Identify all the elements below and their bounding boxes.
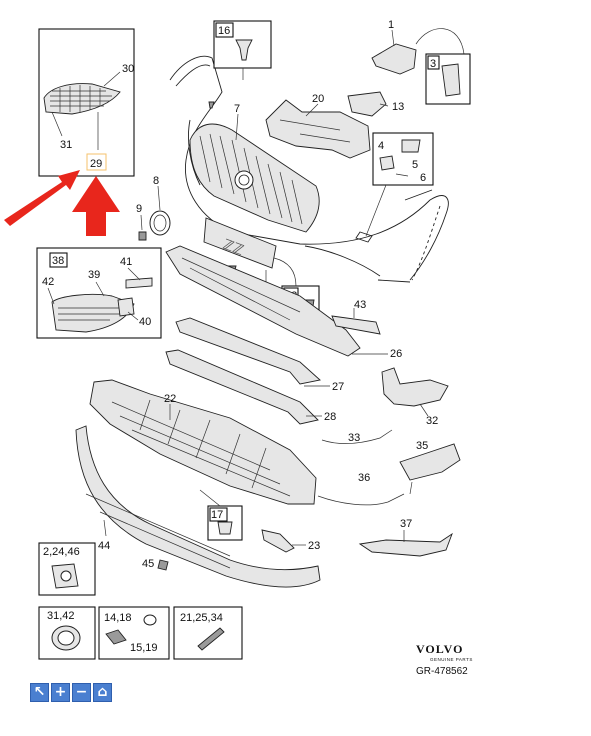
trim-part-23[interactable]: 23: [261, 529, 320, 553]
callout-31: 31: [60, 139, 72, 151]
front-grille[interactable]: 7: [189, 103, 320, 233]
box-label-15-19: 15,19: [130, 642, 158, 654]
clip-part-9[interactable]: 9: [136, 203, 147, 241]
fastener-box-2-24-46[interactable]: 2,24,46: [38, 542, 96, 596]
callout-17: 17: [211, 509, 223, 521]
grille-inset-box[interactable]: 30 31 29: [38, 28, 135, 177]
sensor-bracket-1[interactable]: 1: [371, 19, 417, 75]
callout-41: 41: [120, 256, 132, 268]
callout-13: 13: [392, 101, 404, 113]
fog-grille-inset-box[interactable]: 38 42 39 41 40: [36, 247, 162, 339]
viewer-toolbar: ↖ + − ⌂: [30, 683, 112, 702]
fastener-box-21-25-34[interactable]: 21,25,34: [173, 606, 243, 660]
cursor-icon[interactable]: ↖: [30, 683, 49, 702]
callout-5: 5: [412, 159, 418, 171]
lower-spoiler-44[interactable]: 44: [75, 425, 321, 588]
callout-36: 36: [358, 472, 370, 484]
callout-42: 42: [42, 276, 54, 288]
brand-subtitle: GENUINE PARTS: [430, 657, 473, 662]
sensor-box-4-5-6[interactable]: 4 5 6: [372, 132, 434, 186]
fastener-box-31-42[interactable]: 31,42: [38, 606, 96, 660]
callout-16: 16: [218, 25, 230, 37]
callout-29: 29: [90, 158, 102, 170]
fog-bracket-32[interactable]: 32: [381, 367, 449, 427]
callout-45: 45: [142, 558, 154, 570]
wiring-part-33[interactable]: 33: [321, 429, 393, 444]
strip-part-28[interactable]: 28: [165, 349, 336, 425]
callout-20: 20: [312, 93, 324, 105]
callout-35: 35: [416, 440, 428, 452]
callout-43: 43: [354, 299, 366, 311]
bumper-outline: [169, 55, 449, 283]
svg-text:ℤℤ: ℤℤ: [221, 236, 246, 258]
callout-8: 8: [153, 175, 159, 187]
wiring-part-36[interactable]: 36: [317, 472, 405, 506]
callout-6: 6: [420, 172, 426, 184]
callout-37: 37: [400, 518, 412, 530]
bumper-reinforcement-26[interactable]: 26: [165, 245, 402, 360]
undertray-part-22[interactable]: 22: [89, 379, 317, 505]
callout-22: 22: [164, 393, 176, 405]
callout-44: 44: [98, 540, 110, 552]
plus-icon[interactable]: +: [51, 683, 70, 702]
fastener-box-17[interactable]: 17: [207, 505, 243, 541]
callout-4: 4: [378, 140, 384, 152]
callout-23: 23: [308, 540, 320, 552]
box-label-2-24-46: 2,24,46: [43, 546, 80, 558]
brand-block: VOLVO GENUINE PARTS GR-478562: [416, 642, 473, 677]
callout-9: 9: [136, 203, 142, 215]
box-label-31-42: 31,42: [47, 610, 75, 622]
callout-26: 26: [390, 348, 402, 360]
callout-27: 27: [332, 381, 344, 393]
box-label-14-18: 14,18: [104, 612, 132, 624]
clip-part-45[interactable]: 45: [142, 558, 169, 571]
minus-icon[interactable]: −: [72, 683, 91, 702]
callout-39: 39: [88, 269, 100, 281]
callout-40: 40: [139, 316, 151, 328]
trim-part-43[interactable]: 43: [331, 299, 381, 335]
callout-30: 30: [122, 63, 134, 75]
callout-7: 7: [234, 103, 240, 115]
strip-part-27[interactable]: 27: [175, 317, 344, 393]
emblem-part[interactable]: 8: [149, 175, 171, 236]
home-icon[interactable]: ⌂: [93, 683, 112, 702]
box-label-21-25-34: 21,25,34: [180, 612, 223, 624]
callout-38: 38: [52, 255, 64, 267]
callout-3: 3: [430, 58, 436, 70]
callout-1: 1: [388, 19, 394, 31]
diagram-reference: GR-478562: [416, 666, 468, 677]
callout-32: 32: [426, 415, 438, 427]
lamp-part-35[interactable]: 35: [399, 440, 461, 495]
fastener-box-16[interactable]: 16: [213, 20, 272, 69]
highlight-arrows: [4, 170, 120, 236]
fastener-box-14-18-15-19[interactable]: 14,18 15,19: [98, 606, 170, 660]
brand-name: VOLVO: [416, 642, 463, 656]
callout-33: 33: [348, 432, 360, 444]
callout-28: 28: [324, 411, 336, 423]
fastener-box-3[interactable]: 3: [425, 53, 471, 105]
bracket-part-13[interactable]: 13: [347, 91, 404, 117]
trim-part-37[interactable]: 37: [358, 518, 453, 557]
bracket-part-20[interactable]: 20: [265, 93, 371, 159]
